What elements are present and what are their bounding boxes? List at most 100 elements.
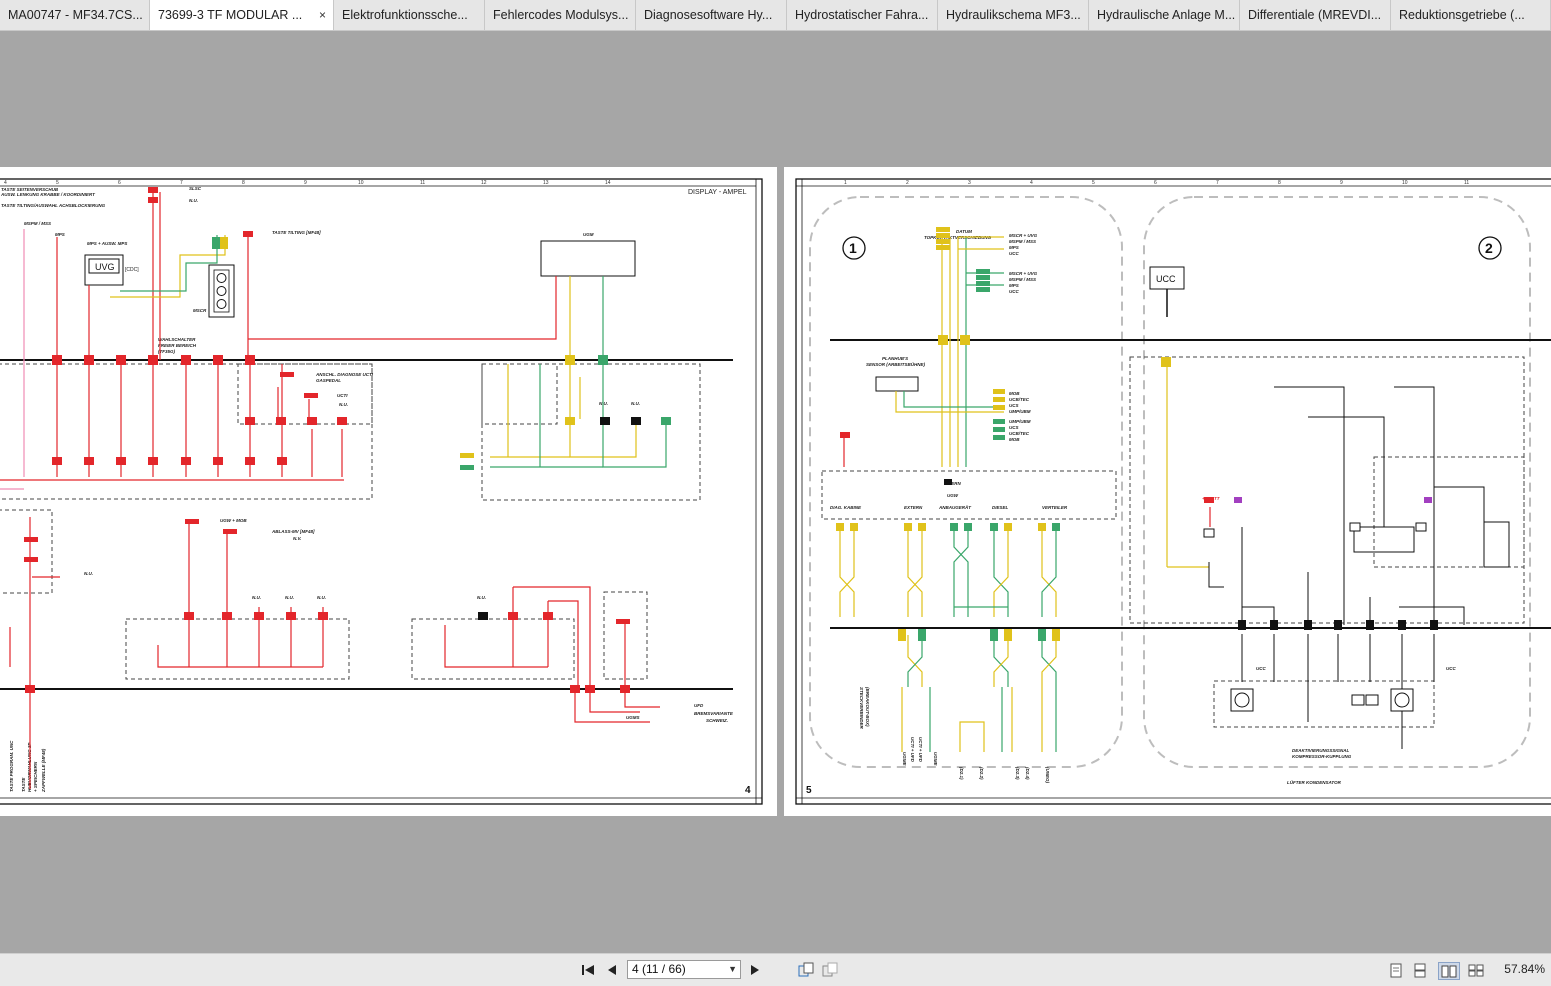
label: UCS — [1009, 403, 1019, 408]
page-header-title: DISPLAY - AMPEL — [688, 189, 747, 196]
label: N.V. — [293, 536, 302, 541]
label: MSPM / MSS — [24, 221, 51, 226]
label: PLANHUB'S — [882, 356, 908, 361]
page-number: 5 — [806, 785, 812, 796]
label: UCB/TEC — [1009, 431, 1030, 436]
previous-page-icon[interactable] — [604, 962, 620, 978]
col-number: 5 — [1092, 180, 1095, 186]
tab-bar: MA00747 - MF34.7CS... 73699-3 TF MODULAR… — [0, 0, 1551, 31]
tab-ma00747[interactable]: MA00747 - MF34.7CS... — [0, 0, 150, 30]
zoom-level[interactable]: 57.84% — [1504, 962, 1545, 976]
label: UGW — [947, 493, 959, 498]
vertical-label: (BREAKOUT-BOX) — [865, 687, 870, 727]
tab-hydrostatischer[interactable]: Hydrostatischer Fahra... — [787, 0, 938, 30]
go-forward-view-icon[interactable] — [822, 962, 838, 978]
tab-fehlercodes[interactable]: Fehlercodes Modulsys... — [485, 0, 636, 30]
single-page-view-icon[interactable] — [1388, 962, 1404, 978]
go-back-view-icon[interactable] — [798, 962, 814, 978]
col-number: 14 — [605, 180, 611, 186]
label: UGM — [583, 232, 594, 237]
page-select-value: 4 (11 / 66) — [632, 962, 686, 976]
label: UGW + MOB — [220, 518, 247, 523]
col-number: 9 — [304, 180, 307, 186]
vertical-label: TASTE PROGRAM. UNC — [9, 740, 14, 792]
close-icon[interactable]: × — [318, 8, 326, 22]
label: SENSOR (ARBEITSBÜHNE) — [866, 361, 926, 367]
label: MOB — [1009, 391, 1020, 396]
label: UMP/UBM — [1009, 409, 1031, 414]
tab-label: Hydraulikschema MF3... — [946, 8, 1081, 22]
label: ABLASS-MV [MF48] — [271, 529, 315, 534]
tab-reduktionsgetriebe[interactable]: Reduktionsgetriebe (... — [1391, 0, 1551, 30]
label: GASPEDAL — [316, 378, 341, 383]
cdc-label: [CDC] — [125, 267, 139, 273]
label: UGMS — [626, 715, 640, 720]
next-page-icon[interactable] — [747, 962, 763, 978]
tab-label: Hydraulische Anlage M... — [1097, 8, 1236, 22]
tab-diagnosesoftware[interactable]: Diagnosesoftware Hy... — [636, 0, 787, 30]
tab-hydraulische-anlage[interactable]: Hydraulische Anlage M... — [1089, 0, 1240, 30]
label: UCC — [1009, 289, 1019, 294]
label: TASTE TILTING/AUSWAHL ACHSBLOCKIERUNG — [1, 203, 106, 208]
relay-coil-icon — [1203, 528, 1215, 538]
label: KOMPRESSOR-KUPPLUNG — [1292, 754, 1352, 759]
col-number: 12 — [481, 180, 487, 186]
column-numbers: 1 2 3 4 5 6 7 8 9 10 11 — [844, 180, 1469, 186]
tab-hydraulikschema[interactable]: Hydraulikschema MF3... — [938, 0, 1089, 30]
label: N.U. — [189, 198, 198, 203]
label: MPS + AUSW. MPS — [87, 241, 127, 246]
page-number-select[interactable]: 4 (11 / 66) ▼ — [627, 960, 741, 979]
col-number: 2 — [906, 180, 909, 186]
document-viewer[interactable]: 4 5 6 7 8 9 10 11 12 13 14 DISPLAY - AMP… — [0, 31, 1551, 953]
label: DIESEL — [992, 505, 1009, 510]
label: AUSW. LENKUNG KRABBE / KOORDINIERT — [0, 192, 96, 197]
col-number: 8 — [242, 180, 245, 186]
vertical-label: (D2.2) — [979, 767, 984, 780]
label: MSCR + UVG — [1009, 233, 1038, 238]
facing-pages-view-icon[interactable] — [1438, 962, 1460, 980]
vertical-label: (D2.3) — [1015, 767, 1020, 780]
vertical-label: STECKVERBINDER — [859, 687, 864, 730]
label: SCHWEIZ. — [706, 718, 728, 723]
label: (TF35G) — [158, 349, 176, 354]
label: MPS — [1009, 283, 1019, 288]
label: N.U. — [339, 402, 348, 407]
label: BREMSVARIANTE — [694, 711, 734, 716]
col-number: 10 — [358, 180, 364, 186]
vertical-label: + SPEICHERN — [33, 761, 38, 792]
continuous-page-view-icon[interactable] — [1412, 962, 1428, 978]
relay-icon — [1351, 694, 1365, 706]
tab-differentiale[interactable]: Differentiale (MREVDI... — [1240, 0, 1391, 30]
vertical-label: UCTI + UFD — [910, 737, 915, 763]
continuous-facing-view-icon[interactable] — [1466, 962, 1486, 978]
tab-elektrofunktions[interactable]: Elektrofunktionssche... — [334, 0, 485, 30]
col-number: 11 — [1464, 180, 1469, 186]
label: ANBAUGERÄT — [938, 504, 972, 510]
label: UCC — [1009, 251, 1019, 256]
label: INTERN — [944, 481, 962, 486]
label: UCC — [1446, 666, 1456, 671]
col-number: 9 — [1340, 180, 1343, 186]
label: TASTE SEITENVERSCHUB — [1, 187, 59, 192]
relay-icon — [1365, 694, 1379, 706]
label: UCB/TEC — [1009, 397, 1030, 402]
page-4: 4 5 6 7 8 9 10 11 12 13 14 DISPLAY - AMP… — [0, 167, 777, 816]
label: FREIER BEREICH — [158, 343, 197, 348]
label: MOB — [1009, 437, 1020, 442]
label: DIAG. KABINE — [830, 505, 862, 510]
tab-73699-active[interactable]: 73699-3 TF MODULAR ...× — [150, 0, 334, 30]
tab-label: Reduktionsgetriebe (... — [1399, 8, 1525, 22]
label: MSPM / MSS — [1009, 277, 1036, 282]
vertical-label: (UNEG) — [1045, 767, 1050, 783]
label: WAHLSCHALTER — [158, 337, 196, 342]
ugm-module — [540, 240, 636, 277]
col-number: 5 — [56, 180, 59, 186]
vertical-label: TASTE — [21, 777, 26, 792]
first-page-icon[interactable] — [580, 962, 596, 978]
zone-number: 1 — [849, 240, 857, 256]
label: MSCR — [193, 308, 207, 313]
label: VERTEILER — [1042, 505, 1068, 510]
label: TASTE TILTING [MF48] — [272, 230, 321, 235]
label: MPS — [1009, 245, 1019, 250]
col-number: 11 — [420, 180, 425, 186]
